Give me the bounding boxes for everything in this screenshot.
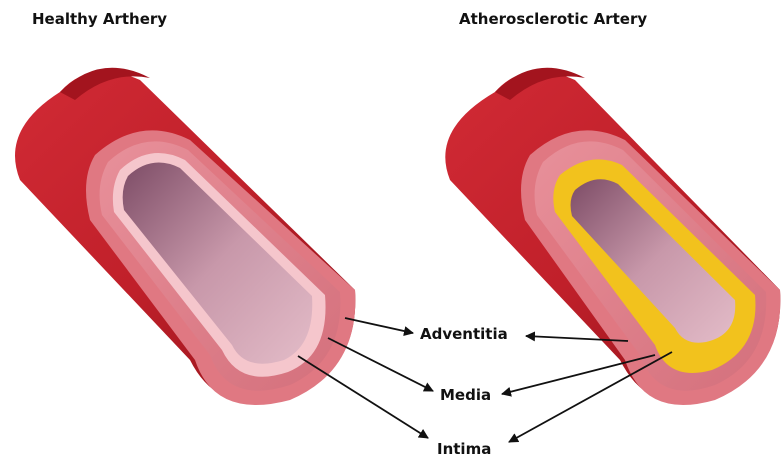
intima-arrow-left [298, 356, 428, 438]
intima-arrow-right [509, 352, 672, 442]
healthy-artery [15, 68, 355, 405]
atherosclerotic-artery [445, 68, 780, 405]
adventitia-label: Adventitia [420, 325, 508, 343]
media-label: Media [440, 386, 491, 404]
intima-label: Intima [437, 440, 491, 458]
adventitia-arrow-left [345, 318, 413, 333]
media-arrow-left [328, 338, 433, 391]
